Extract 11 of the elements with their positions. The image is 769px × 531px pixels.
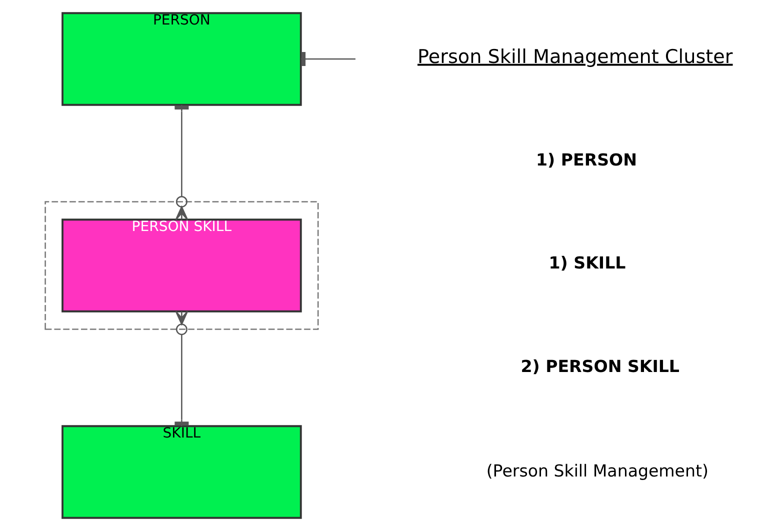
connector: [174, 310, 188, 426]
connector: [174, 105, 188, 220]
label: 1) PERSON: [536, 150, 636, 170]
node-box: PERSON: [61, 12, 302, 106]
node-box: SKILL: [61, 425, 302, 519]
label: (Person Skill Management): [486, 461, 708, 480]
node-box: PERSON SKILL: [61, 218, 302, 312]
label: 2) PERSON SKILL: [520, 356, 680, 376]
cluster: [44, 201, 318, 330]
label: Person Skill Management Cluster: [417, 44, 732, 68]
label: 1) SKILL: [548, 254, 626, 273]
